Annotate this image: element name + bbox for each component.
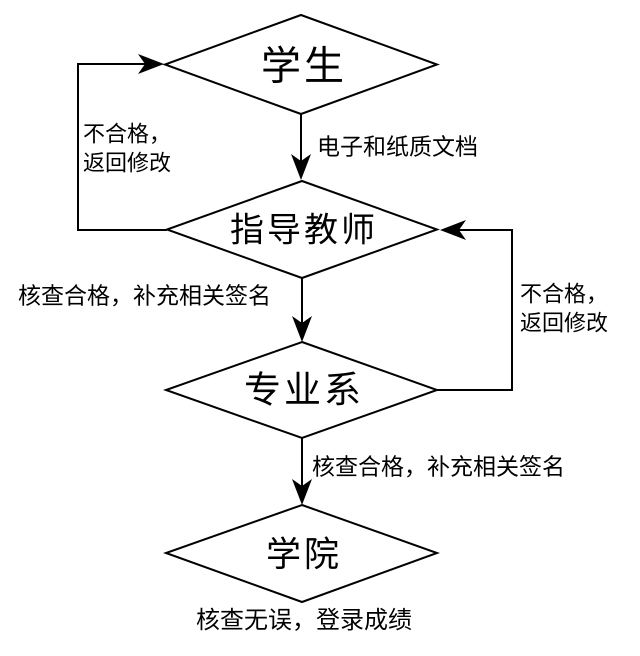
arrowhead-down-icon xyxy=(291,154,311,180)
edge-department-to-college xyxy=(292,438,312,505)
edge-label-department-approve: 核查合格，补充相关签名 xyxy=(312,455,565,480)
department-node-shape xyxy=(162,340,440,440)
edge-label-advisor-return-line2: 返回修改 xyxy=(83,151,171,176)
final-outcome-caption: 核查无误，登录成绩 xyxy=(196,607,412,634)
edge-advisor-return-to-student xyxy=(77,54,167,231)
edge-label-documents: 电子和纸质文档 xyxy=(317,135,478,160)
edge-label-advisor-return-line1: 不合格， xyxy=(83,122,171,147)
arrowhead-right-icon xyxy=(138,54,164,74)
student-node-label: 学生 xyxy=(261,44,347,89)
edge-label-department-return-line2: 返回修改 xyxy=(520,311,608,336)
edge-student-to-advisor xyxy=(291,114,311,180)
edge-department-return-line xyxy=(437,229,513,391)
edge-advisor-return-line xyxy=(77,63,167,231)
arrowhead-left-icon xyxy=(440,220,466,240)
edge-advisor-to-department xyxy=(292,278,312,342)
arrowhead-down-icon xyxy=(292,479,312,505)
advisor-node-shape xyxy=(164,179,440,280)
edge-label-department-return: 不合格， 返回修改 xyxy=(520,282,608,336)
student-node-shape xyxy=(162,13,440,116)
edge-label-advisor-return: 不合格， 返回修改 xyxy=(83,122,171,176)
edge-department-return-to-advisor xyxy=(437,220,513,391)
college-node-label: 学院 xyxy=(266,536,342,575)
department-node-label: 专业系 xyxy=(244,370,364,412)
edge-label-advisor-approve: 核查合格，补充相关签名 xyxy=(18,284,271,309)
arrowhead-down-icon xyxy=(292,316,312,342)
college-node-shape xyxy=(163,503,440,604)
advisor-node-label: 指导教师 xyxy=(230,212,378,250)
edge-label-department-return-line1: 不合格， xyxy=(520,282,608,307)
